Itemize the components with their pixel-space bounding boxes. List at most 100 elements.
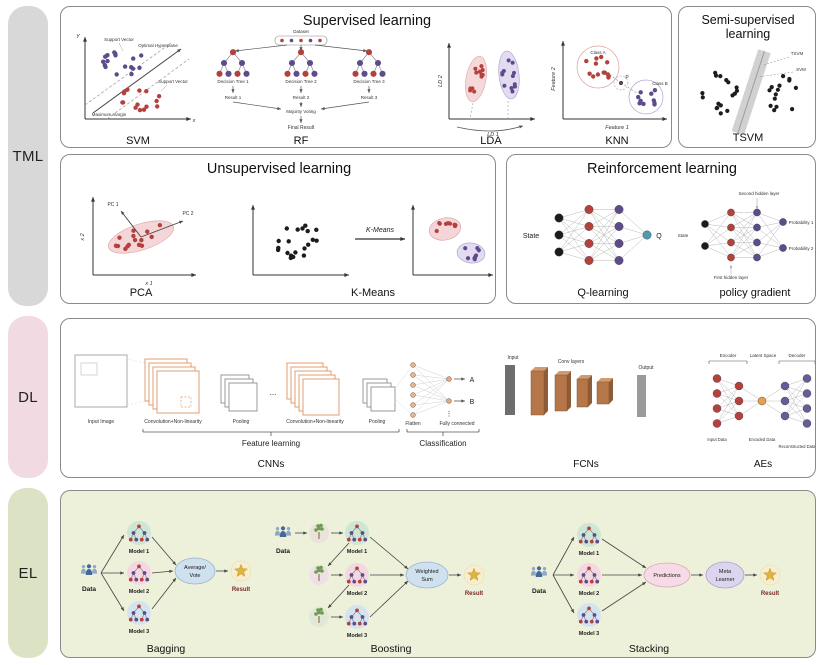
stacking-model1-icon — [577, 523, 601, 547]
cnn-flatten-fc-network — [410, 362, 452, 418]
policy-prob1-label: Probability 1 — [789, 220, 814, 225]
policy-caption: policy gradient — [720, 287, 791, 299]
stacking-model3-icon — [577, 603, 601, 627]
bagging-model1-label: Model 1 — [129, 549, 149, 555]
svm-x-axis-label: x — [192, 118, 196, 124]
svm-maximum-margin-label: Maximum margin — [92, 112, 127, 117]
bagging-combine-line1: Average/ — [184, 565, 206, 571]
tsvm-diagram: TSVM SVM TSVM — [700, 49, 806, 144]
lda-cluster-red — [465, 55, 487, 103]
kmeans-cluster-red — [428, 217, 462, 241]
tsvm-band — [731, 49, 771, 136]
star-icon — [463, 564, 485, 586]
svm-diagram: Y x Support Vector Optimal Hyperplane Su… — [76, 34, 195, 147]
pca-caption: PCA — [130, 287, 153, 299]
rf-result2-label: Result 2 — [293, 95, 310, 100]
ae-decoder-label: Decoder — [788, 353, 806, 358]
supervised-title: Supervised learning — [303, 13, 431, 29]
cnn-dots: ... — [270, 388, 277, 397]
cnn-classification-label: Classification — [419, 439, 466, 448]
star-icon — [759, 564, 781, 586]
panel-semi-supervised: Semi-supervised learning TSVM SVM TSVM — [678, 6, 816, 148]
policy-first-hidden-label: First hidden layer — [714, 275, 749, 280]
bagging-model2-icon — [127, 561, 151, 585]
seedling-icon — [309, 565, 329, 585]
cnn-flatten-label: Flatten — [405, 421, 421, 427]
pca-pc1-label: PC 1 — [107, 202, 118, 208]
knn-class-a-label: Class A — [590, 50, 605, 55]
knn-class-b-label: Class B — [652, 81, 668, 86]
qlearning-q-label: Q — [656, 233, 662, 240]
svm-support-vector-top-label: Support Vector — [104, 37, 134, 42]
knn-feature1-axis-label: Feature 1 — [605, 125, 629, 131]
knn-class-b-circle — [628, 79, 664, 115]
cnn-output-b-label: B — [470, 399, 475, 406]
ae-latent-label: Latent Space — [750, 353, 777, 358]
bagging-result-label: Result — [232, 587, 250, 593]
bagging-data-label: Data — [82, 586, 96, 593]
tsvm-cluster-right — [767, 74, 798, 113]
cnn-pool-stack-1 — [220, 374, 258, 412]
pca-pc2-label: PC 2 — [182, 211, 193, 217]
lda-ld1-axis-label: LD 1 — [487, 132, 499, 138]
ae-encoder-label: Encoder — [720, 353, 737, 358]
pca-diagram: x 2 x 1 PC 1 PC 2 PCA — [80, 197, 196, 299]
dl-label: DL — [18, 388, 38, 406]
ae-network — [712, 374, 812, 428]
tsvm-annotation-label: TSVM — [791, 51, 804, 56]
cnn-conv-stack-2 — [286, 362, 340, 416]
boosting-model3-icon — [345, 605, 369, 629]
el-label: EL — [18, 564, 38, 582]
fcn-output-label: Output — [638, 365, 654, 371]
sidebar-el: EL — [8, 488, 48, 658]
stacking-meta-ellipse — [705, 561, 745, 589]
knn-caption: KNN — [605, 135, 628, 147]
fcn-output-slab — [637, 375, 646, 417]
stacking-meta-line2: Learner — [716, 577, 735, 583]
lda-ld2-axis-label: LD 2 — [438, 75, 444, 87]
boosting-combine-line2: Sum — [421, 577, 433, 583]
rf-tree-2 — [284, 49, 318, 77]
fcn-diagram: Input Conv layers Output FCNs — [505, 355, 654, 470]
policy-gradient-diagram: State Second hidden layer First hidden l… — [678, 191, 814, 299]
boosting-model1-label: Model 1 — [347, 549, 367, 555]
seedling-icon — [309, 523, 329, 543]
panel-deep-learning: Input Image Convolution+Non-linearity Po… — [60, 318, 816, 478]
bagging-model2-label: Model 2 — [129, 589, 149, 595]
cnn-input-image — [74, 354, 128, 408]
qlearning-state-label: State — [523, 233, 539, 240]
ae-input-data-label: Input Data — [707, 437, 727, 442]
bagging-combine-ellipse — [174, 557, 216, 585]
qlearning-diagram: State Q Q-learning — [523, 205, 662, 299]
kmeans-cluster-purple — [456, 242, 486, 264]
cnn-pool1-label: Pooling — [233, 419, 250, 425]
svm-cluster-red — [120, 87, 162, 113]
fcn-conv-boxes — [530, 367, 613, 416]
stacking-model2-label: Model 2 — [579, 591, 599, 597]
people-icon — [530, 566, 548, 577]
tsvm-caption: TSVM — [733, 132, 764, 144]
panel-reinforcement: Reinforcement learning State Q Q-learnin… — [506, 154, 816, 304]
policy-second-hidden-label: Second hidden layer — [738, 191, 780, 196]
tsvm-cluster-left — [700, 70, 740, 116]
pca-x2-axis-label: x 2 — [80, 233, 86, 241]
bagging-model3-label: Model 3 — [129, 629, 149, 635]
tml-label: TML — [12, 147, 44, 165]
pca-x1-axis-label: x 1 — [144, 281, 152, 287]
people-icon — [80, 564, 98, 575]
svm-optimal-hyperplane-label: Optimal Hyperplane — [138, 43, 178, 48]
bagging-combine-line2: Vote — [189, 573, 200, 579]
cnn-caption: CNNs — [258, 459, 285, 470]
fcn-caption: FCNs — [573, 459, 599, 470]
kmeans-caption: K-Means — [351, 287, 396, 299]
cnn-feature-learning-label: Feature learning — [242, 439, 300, 448]
rf-result1-label: Result 1 — [225, 95, 242, 100]
bagging-model3-icon — [127, 601, 151, 625]
cnn-conv1-label: Convolution+Non-linearity — [144, 419, 202, 425]
svm-y-axis-label: Y — [76, 34, 80, 40]
knn-feature2-axis-label: Feature 2 — [551, 67, 557, 91]
stacking-result-label: Result — [761, 591, 779, 597]
boosting-data-label: Data — [276, 548, 290, 555]
cnn-diagram: Input Image Convolution+Non-linearity Po… — [74, 354, 480, 470]
svm-cluster-purple — [101, 50, 144, 77]
